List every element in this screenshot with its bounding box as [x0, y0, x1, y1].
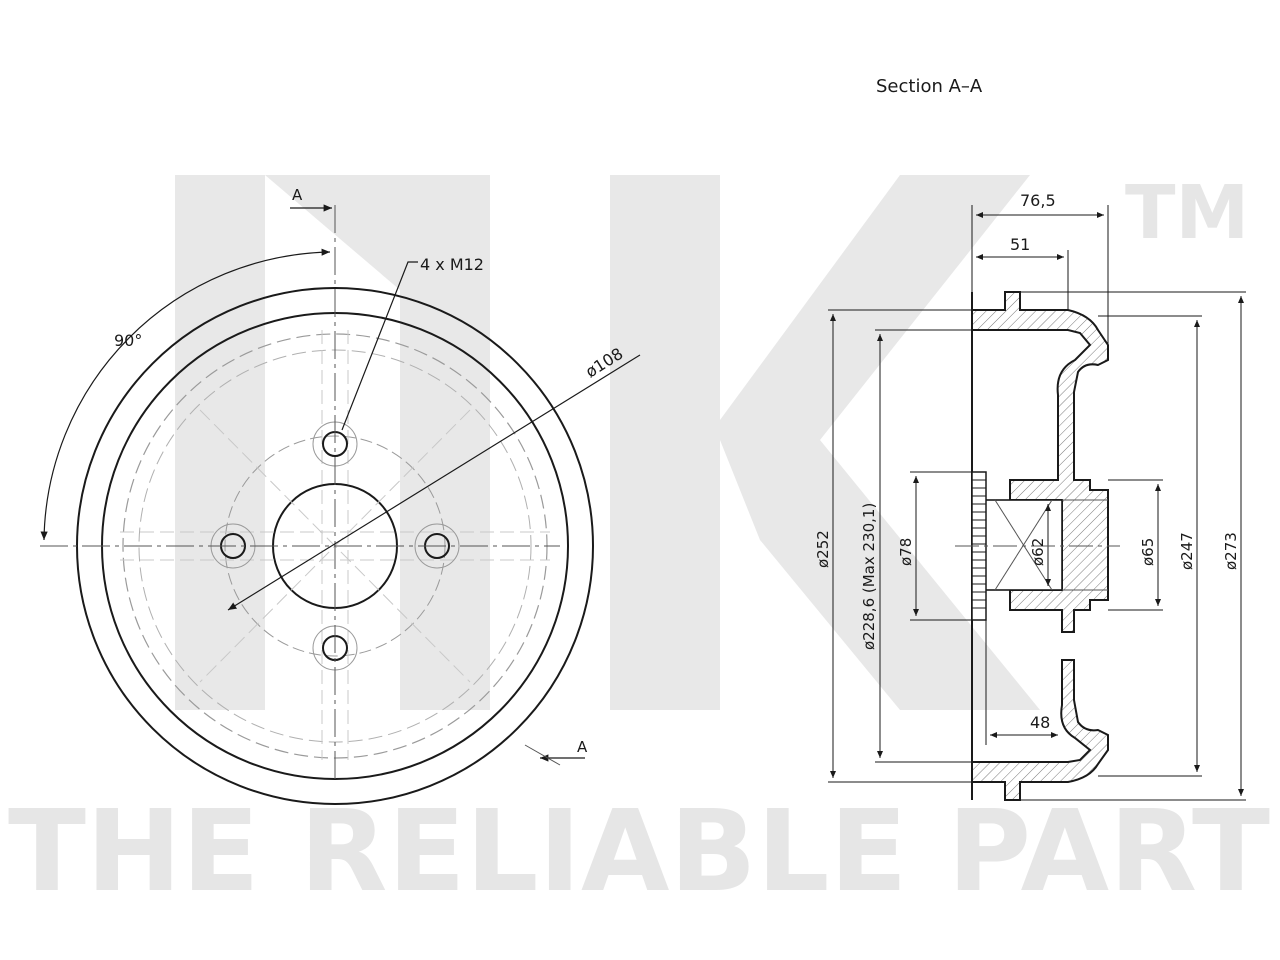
dim-48-label: 48 [1030, 713, 1050, 732]
section-title: Section A–A [876, 76, 983, 97]
section-marker-a-bottom: A [577, 738, 588, 756]
dim-51-label: 51 [1010, 235, 1030, 254]
dia-78-label: ø78 [897, 538, 915, 566]
tagline-watermark: THE RELIABLE PART [8, 787, 1270, 917]
nk-logo-watermark [175, 175, 1040, 710]
angle-label: 90° [114, 331, 142, 350]
trademark-watermark: TM [1125, 170, 1249, 256]
bolt-label: 4 x M12 [420, 255, 484, 274]
dim-76-5-label: 76,5 [1020, 191, 1056, 210]
dia-247-label: ø247 [1178, 532, 1196, 570]
dia-252-label: ø252 [814, 530, 832, 568]
section-marker-a-top: A [292, 186, 303, 204]
drum-wall-upper [971, 291, 1109, 633]
dia-65-label: ø65 [1139, 538, 1157, 566]
drum-wall-lower [971, 659, 1109, 801]
dia-228-label: ø228,6 (Max 230,1) [860, 503, 878, 650]
dia-62-label: ø62 [1029, 538, 1047, 566]
section-view [828, 205, 1246, 801]
front-view [40, 204, 641, 805]
dia-273-label: ø273 [1222, 532, 1240, 570]
